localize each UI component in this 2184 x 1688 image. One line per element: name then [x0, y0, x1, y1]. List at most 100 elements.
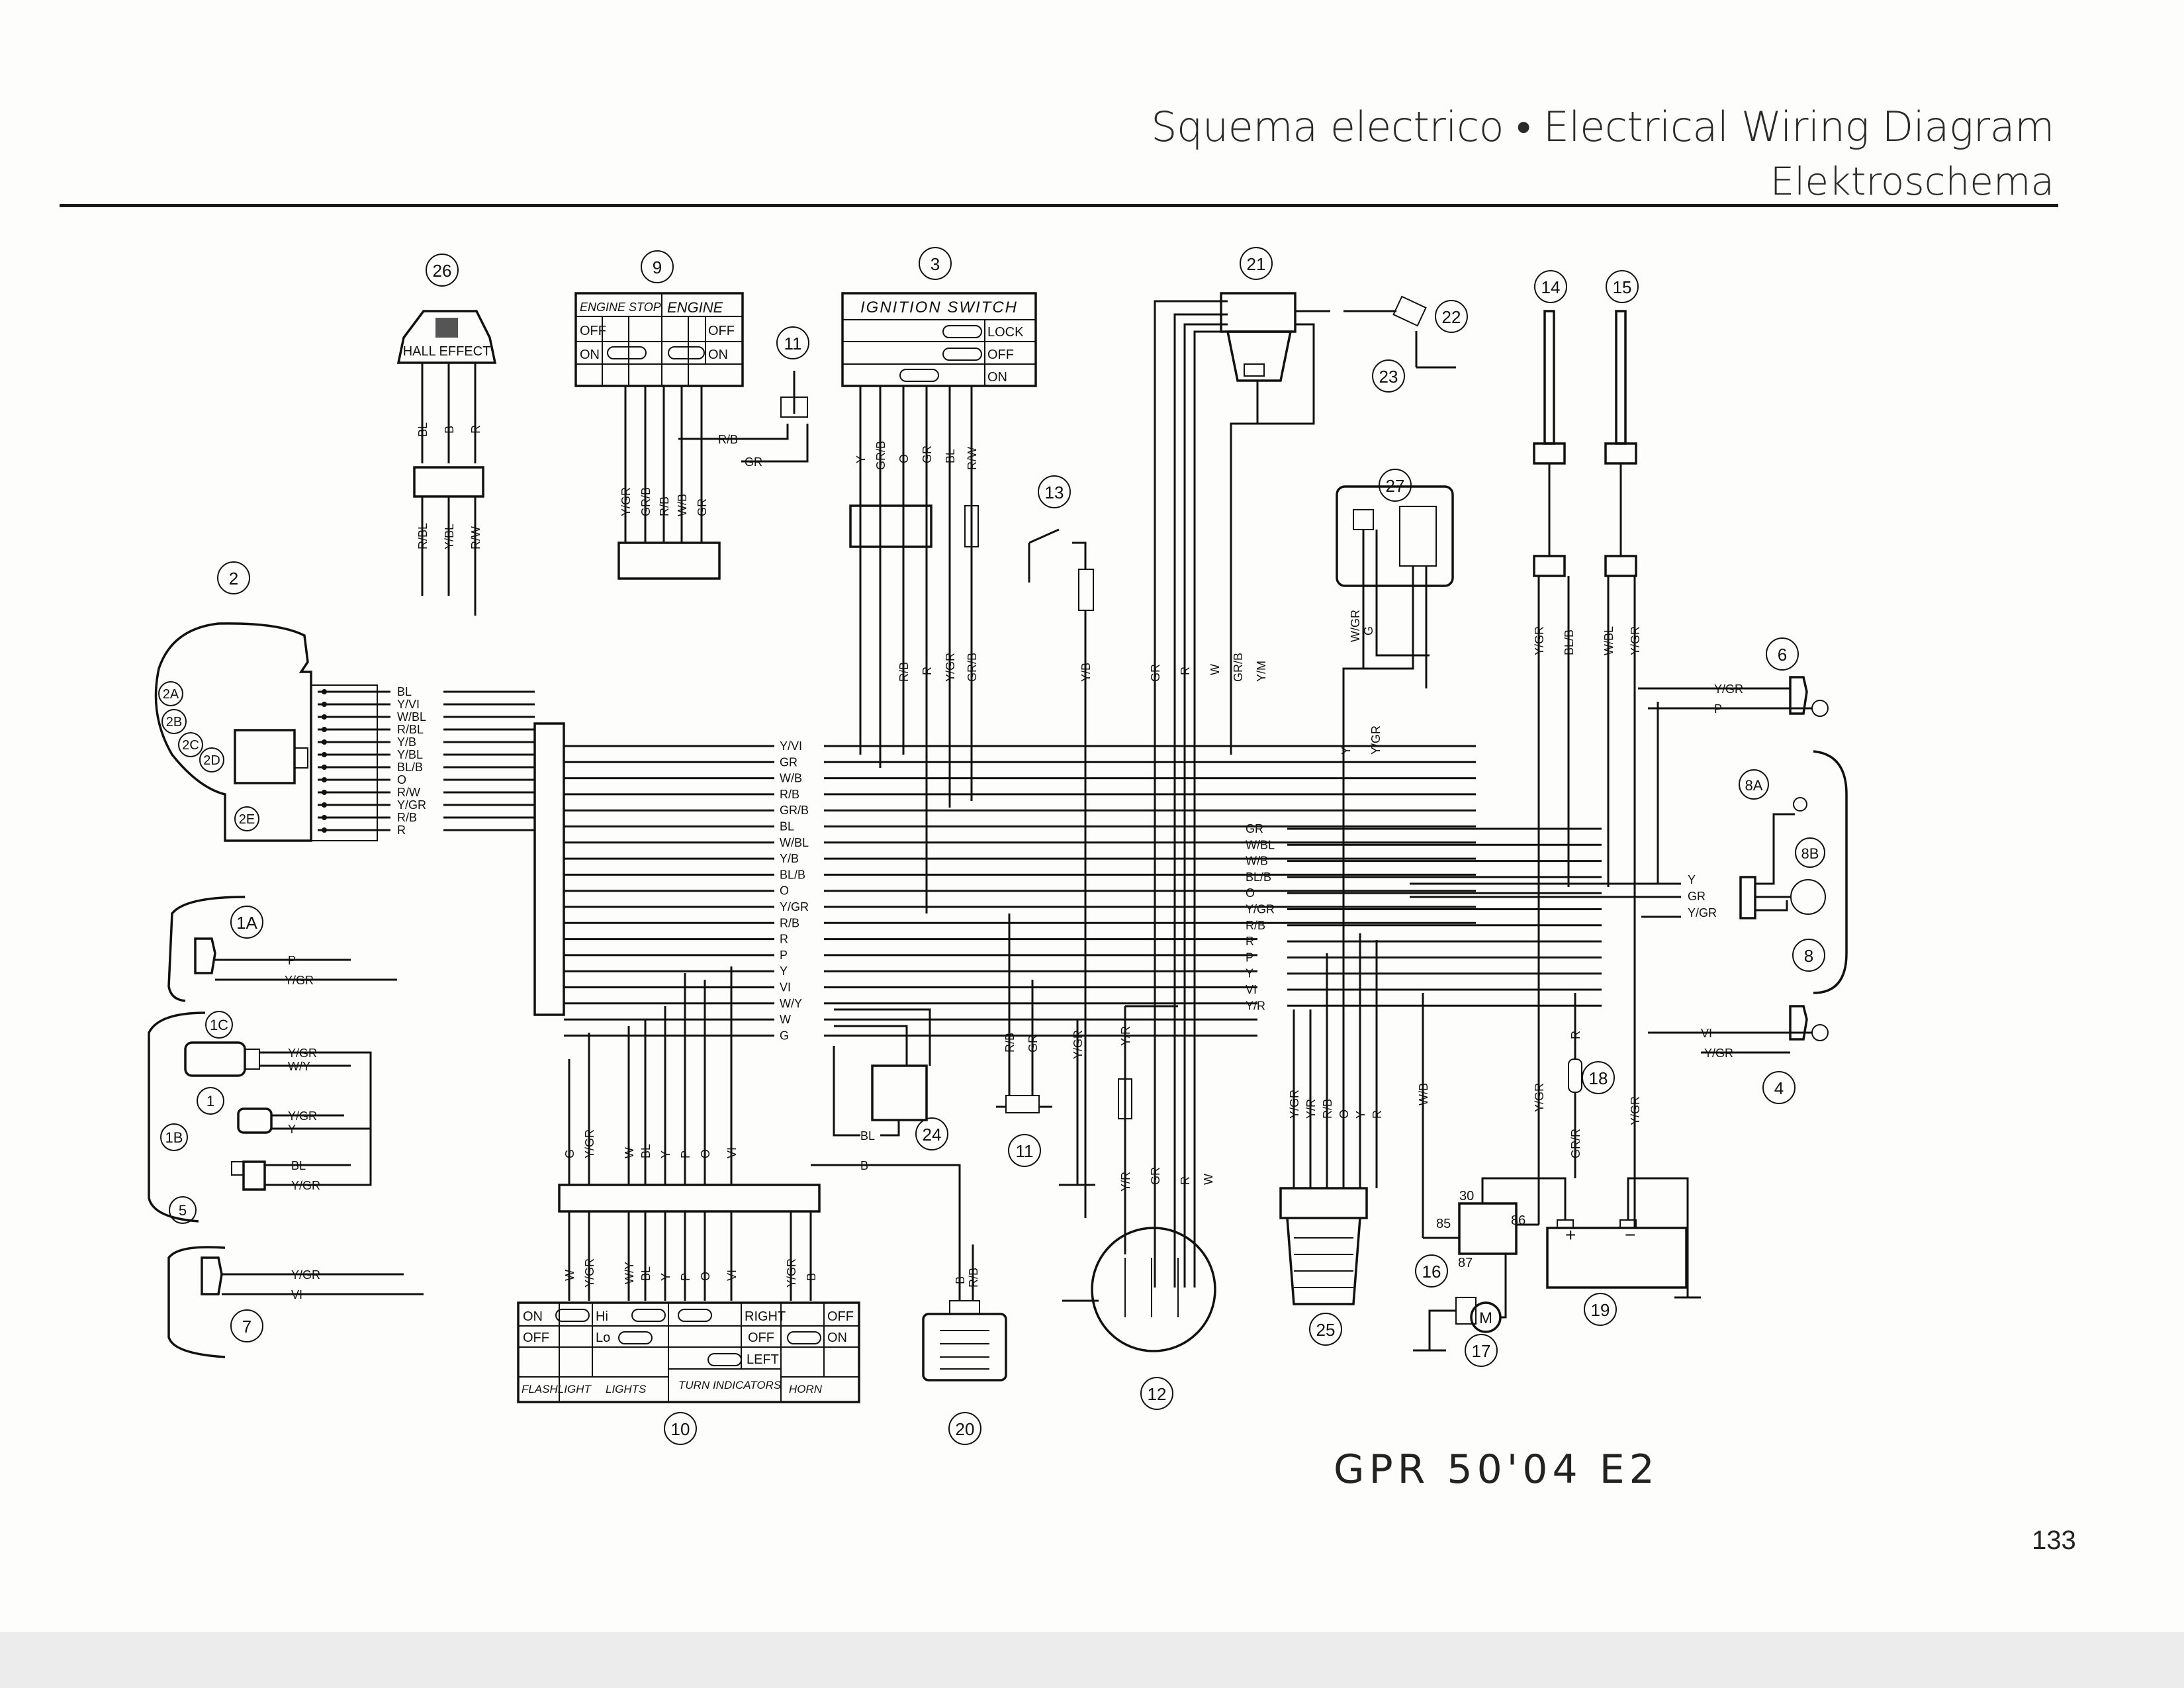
wire-1b-ygr: Y/GR — [291, 1179, 320, 1192]
wire-21-grb: GR/B — [1232, 653, 1245, 682]
wire-ecu-5: Y/BL — [397, 748, 423, 761]
callout-24-label: 24 — [923, 1125, 942, 1145]
wire-18-r: R — [1569, 1031, 1582, 1039]
wire-3-rw: R/W — [966, 447, 979, 470]
callout-6-label: 6 — [1778, 645, 1787, 665]
wire-9-wb: W/B — [676, 494, 689, 516]
component-13: 13 Y/B — [1028, 475, 1094, 1218]
wire-15-wbl: W/BL — [1602, 626, 1615, 655]
callout-1c-label: 1 — [206, 1093, 214, 1109]
component-16-19-power: W/B 30 85 86 87 16 M 17 + − 19 — [1413, 993, 1701, 1367]
wire-bus-right-8: P — [1246, 951, 1253, 964]
component-11-top: 11 R/B GR — [678, 326, 809, 469]
callout-2a-label: 2A — [163, 687, 179, 702]
callout-18 — [1582, 1061, 1615, 1094]
battery-minus: − — [1625, 1225, 1635, 1245]
callout-2d — [199, 747, 224, 773]
wire-25-o: O — [1338, 1109, 1351, 1119]
wire-25-rb: R/B — [1321, 1099, 1334, 1119]
callout-23 — [1372, 359, 1405, 393]
callout-3 — [919, 247, 952, 280]
wire-10-p: P — [679, 1150, 692, 1158]
wire-3b-r: R — [921, 667, 934, 675]
wire-21-gr: GR — [1149, 664, 1162, 682]
callout-4 — [230, 906, 263, 939]
wire-9-ygr: Y/GR — [619, 487, 633, 516]
wire-bus-11: R/B — [780, 916, 799, 929]
callout-2b — [161, 709, 187, 734]
callout-9 — [641, 250, 674, 283]
sw10-left: LEFT — [747, 1352, 779, 1367]
callout-17 — [1465, 1334, 1498, 1367]
callout-5-label: 7 — [242, 1317, 251, 1336]
sw10-footer-horn: HORN — [789, 1383, 823, 1395]
component-26-hall-effect: 26 HALL EFFECT BL B R R/BL Y/BL R/W — [396, 254, 497, 616]
component-4-front-indicator: 1A P Y/GR — [167, 896, 397, 1002]
wire-bus-2: W/B — [780, 772, 802, 785]
wire-4-ygr: Y/GR — [285, 974, 314, 987]
header-title-line2: Elektroschema — [1770, 159, 2054, 204]
callout-2b-label: 2B — [166, 715, 182, 729]
wire-27-ygr: Y/GR — [1369, 726, 1383, 755]
wire-9-grb: GR/B — [639, 487, 653, 516]
callout-1c — [197, 1087, 224, 1115]
wire-ecu-6: BL/B — [397, 761, 423, 774]
wire-bus-15: VI — [780, 981, 791, 994]
wire-10-g: G — [563, 1149, 576, 1158]
callout-27 — [1379, 469, 1412, 502]
callout-11b-label: 11 — [1016, 1141, 1034, 1161]
callout-26 — [426, 254, 459, 287]
sw10-horn-off: OFF — [827, 1309, 854, 1324]
wire-bus-right-1: W/BL — [1246, 838, 1275, 851]
wire-3-y: Y — [854, 455, 868, 463]
component-1-headlight: 1C 1 1B 5 Y/GR W/Y Y/GR — [148, 1011, 372, 1224]
wire-1-ygr: Y/GR — [288, 1047, 317, 1060]
sw10-flash-off: OFF — [523, 1331, 549, 1345]
wire-bus-12: R — [780, 933, 788, 946]
wire-3b-ygr: Y/GR — [944, 653, 957, 682]
wire-20-r: R — [1179, 1176, 1192, 1185]
wire-bus-right-0: GR — [1246, 822, 1263, 835]
wire-9-rb: R/B — [658, 496, 671, 516]
wire-20-w: W — [1202, 1174, 1215, 1185]
wire-3b-rb: R/B — [897, 662, 911, 682]
callout-19 — [1584, 1293, 1617, 1326]
wire-6-p: P — [1714, 702, 1722, 716]
callout-1-label: 1B — [165, 1129, 183, 1146]
callout-6 — [1766, 637, 1799, 671]
motor-label: M — [1479, 1309, 1492, 1327]
callout-16-label: 16 — [1422, 1262, 1441, 1282]
wire-25-y: Y — [1354, 1111, 1367, 1119]
sw10-turn-off: OFF — [748, 1331, 774, 1345]
callout-2-label: 2 — [229, 569, 238, 588]
callout-3-label: 3 — [931, 254, 940, 274]
wire-18-grr: GR/R — [1569, 1129, 1582, 1158]
callout-8a-label: 8A — [1745, 777, 1763, 794]
wire-26-bl: BL — [416, 422, 430, 437]
wire-27-y: Y — [1340, 747, 1353, 755]
wire-8-ygr: Y/GR — [1688, 906, 1717, 919]
wire-3-bl: BL — [944, 449, 957, 463]
wire-ecu-0: BL — [397, 685, 412, 698]
wire-10-w: W — [623, 1147, 636, 1158]
wire-bus-right-2: W/B — [1246, 855, 1268, 868]
battery-plus: + — [1565, 1225, 1576, 1245]
wire-bus-right-10: VI — [1246, 983, 1257, 996]
wire-4-p: P — [288, 954, 296, 967]
wire-bus-13: P — [780, 949, 788, 962]
wire-7-vi: VI — [1701, 1027, 1712, 1040]
component-24-flasher: 24 BL — [833, 1008, 948, 1150]
wire-bus-9: O — [780, 884, 789, 898]
wire-11-rb: R/B — [718, 433, 738, 446]
engine-stop-off: OFF — [580, 324, 606, 338]
wire-26-ybl: Y/BL — [443, 524, 456, 549]
wire-10-bl: BL — [639, 1144, 653, 1158]
wire-bus-right-5: Y/GR — [1246, 903, 1275, 916]
wire-8-y: Y — [1688, 873, 1696, 886]
wire-24-bl: BL — [860, 1129, 875, 1143]
scan-edge — [0, 1632, 2184, 1688]
wire-26-r: R — [469, 425, 482, 434]
callout-1b — [169, 1196, 197, 1224]
wire-27-g: G — [1362, 626, 1375, 635]
